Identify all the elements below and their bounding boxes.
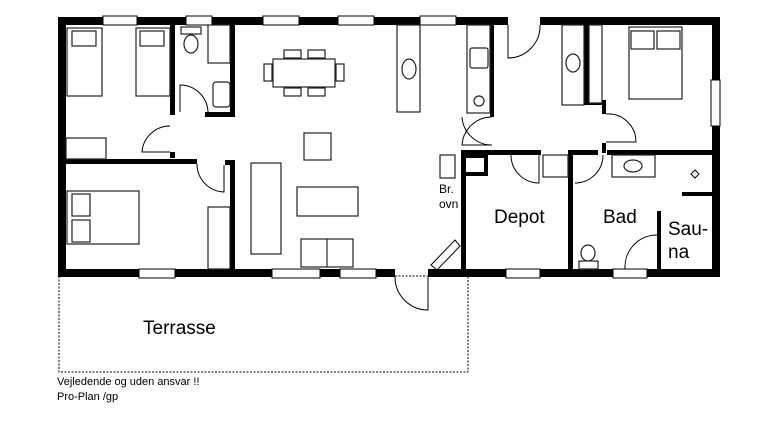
outer-walls <box>58 17 720 277</box>
windows <box>102 15 721 279</box>
stove-label-line2: ovn <box>439 197 459 211</box>
stove-label-line1: Br. <box>439 182 454 196</box>
room-label-sauna-line1: Sau- <box>668 219 709 240</box>
room-label-sauna-line2: na <box>668 242 690 263</box>
terrace-outline <box>58 275 469 373</box>
room-label-depot: Depot <box>494 207 545 228</box>
credit-text: Pro-Plan /gp <box>57 391 119 403</box>
interior-walls <box>66 25 712 271</box>
doors <box>141 24 658 311</box>
disclaimer-text: Vejledende og uden ansvar !! <box>57 376 200 388</box>
furniture <box>65 24 700 271</box>
room-label-terrasse: Terrasse <box>143 318 216 339</box>
room-label-bad: Bad <box>603 207 637 228</box>
